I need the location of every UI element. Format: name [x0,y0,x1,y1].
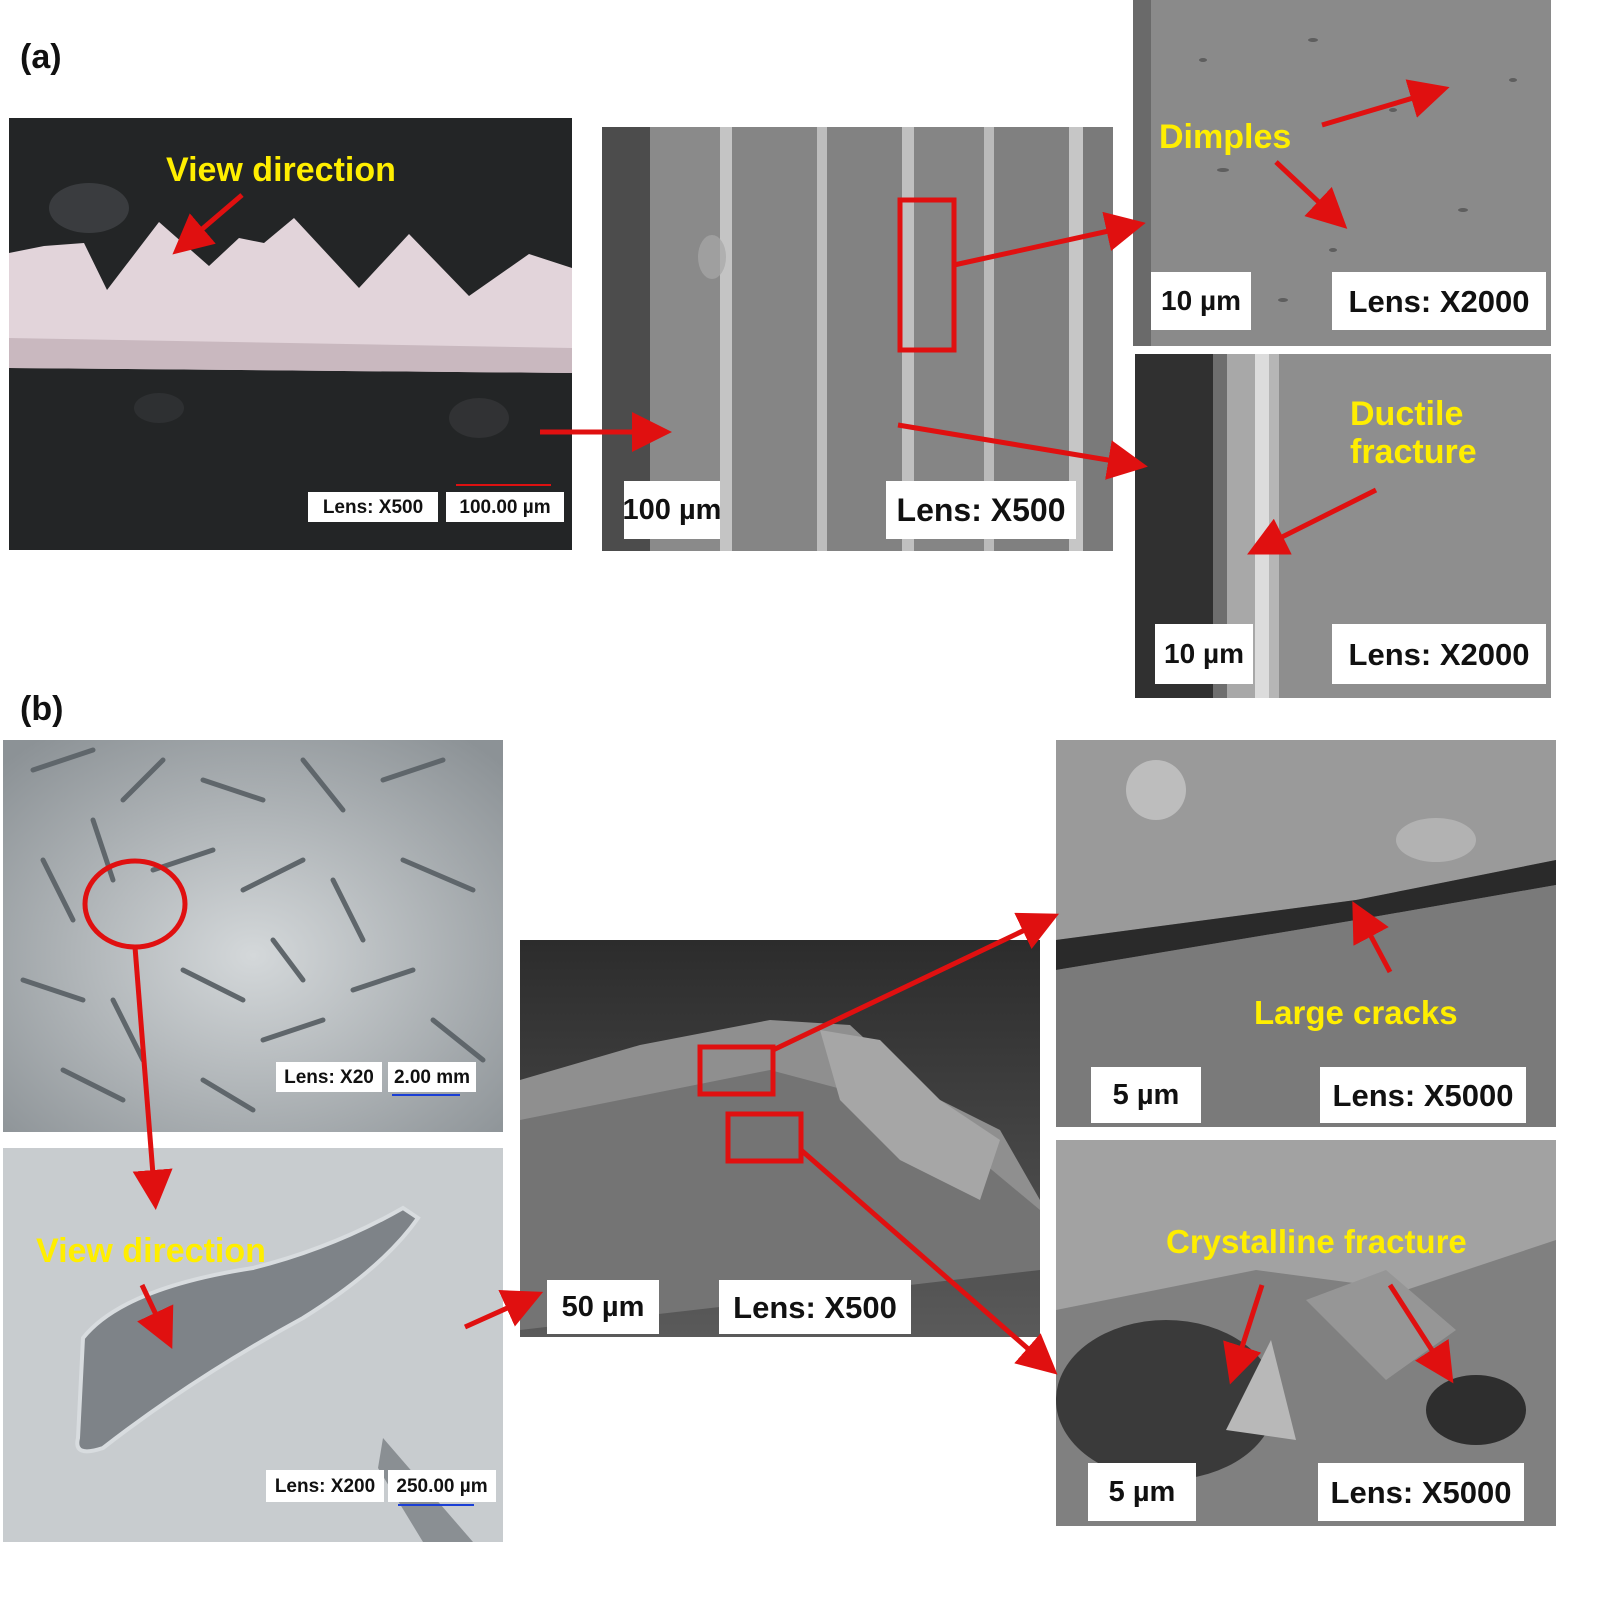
panel-a-ductile-line1: Ductile [1350,395,1464,433]
panel-a-view-direction-label: View direction [166,151,396,189]
panel-b-sem-crystal-lens-label: Lens: X5000 [1318,1463,1524,1521]
panel-a-label: (a) [20,38,62,76]
panel-b-label: (b) [20,690,64,728]
panel-a-ductile-fracture-label: Ductile fracture [1350,395,1477,471]
panel-a-sem-low-scale-label: 100 µm [623,481,721,539]
panel-a-optical-scale-label: 100.00 µm [446,492,564,522]
panel-b-optical-high-scale-bar [398,1504,474,1506]
panel-a-sem-dimples-lens-label: Lens: X2000 [1332,272,1546,330]
panel-a-sem-ductile-lens-label: Lens: X2000 [1332,624,1546,684]
panel-b-large-cracks-label: Large cracks [1254,994,1458,1031]
panel-b-sem-cracks [1056,740,1556,1127]
panel-b-sem-cracks-scale-label: 5 µm [1091,1067,1201,1123]
panel-b-view-direction-label: View direction [36,1232,266,1270]
panel-b-sem-low-lens-label: Lens: X500 [719,1280,911,1334]
panel-b-sem-cracks-lens-label: Lens: X5000 [1320,1067,1526,1123]
panel-a-dimples-label: Dimples [1159,118,1292,156]
panel-b-optical-low-lens-label: Lens: X20 [276,1062,382,1092]
panel-a-optical-scale-bar [456,484,551,486]
panel-b-optical-high-lens-label: Lens: X200 [266,1470,384,1502]
panel-a-sem-low-lens-label: Lens: X500 [886,481,1076,539]
panel-b-optical-high-mag [3,1148,503,1542]
panel-a-sem-ductile-scale-label: 10 µm [1155,624,1253,684]
panel-b-crystalline-fracture-label: Crystalline fracture [1166,1223,1467,1260]
panel-b-optical-high-scale-label: 250.00 µm [388,1470,496,1502]
panel-b-sem-low-scale-label: 50 µm [547,1280,659,1334]
panel-b-optical-low-scale-label: 2.00 mm [388,1062,476,1092]
panel-a-optical-lens-label: Lens: X500 [308,492,438,522]
panel-b-sem-crystal-scale-label: 5 µm [1088,1463,1196,1521]
panel-a-sem-dimples-scale-label: 10 µm [1151,272,1251,330]
panel-b-sem-crystalline [1056,1140,1556,1526]
panel-b-sem-low-mag [520,940,1040,1337]
panel-a-optical-micrograph [9,118,572,550]
panel-a-ductile-line2: fracture [1350,433,1477,472]
panel-b-optical-low-scale-bar [392,1094,460,1096]
panel-a-sem-low-mag [602,127,1113,551]
